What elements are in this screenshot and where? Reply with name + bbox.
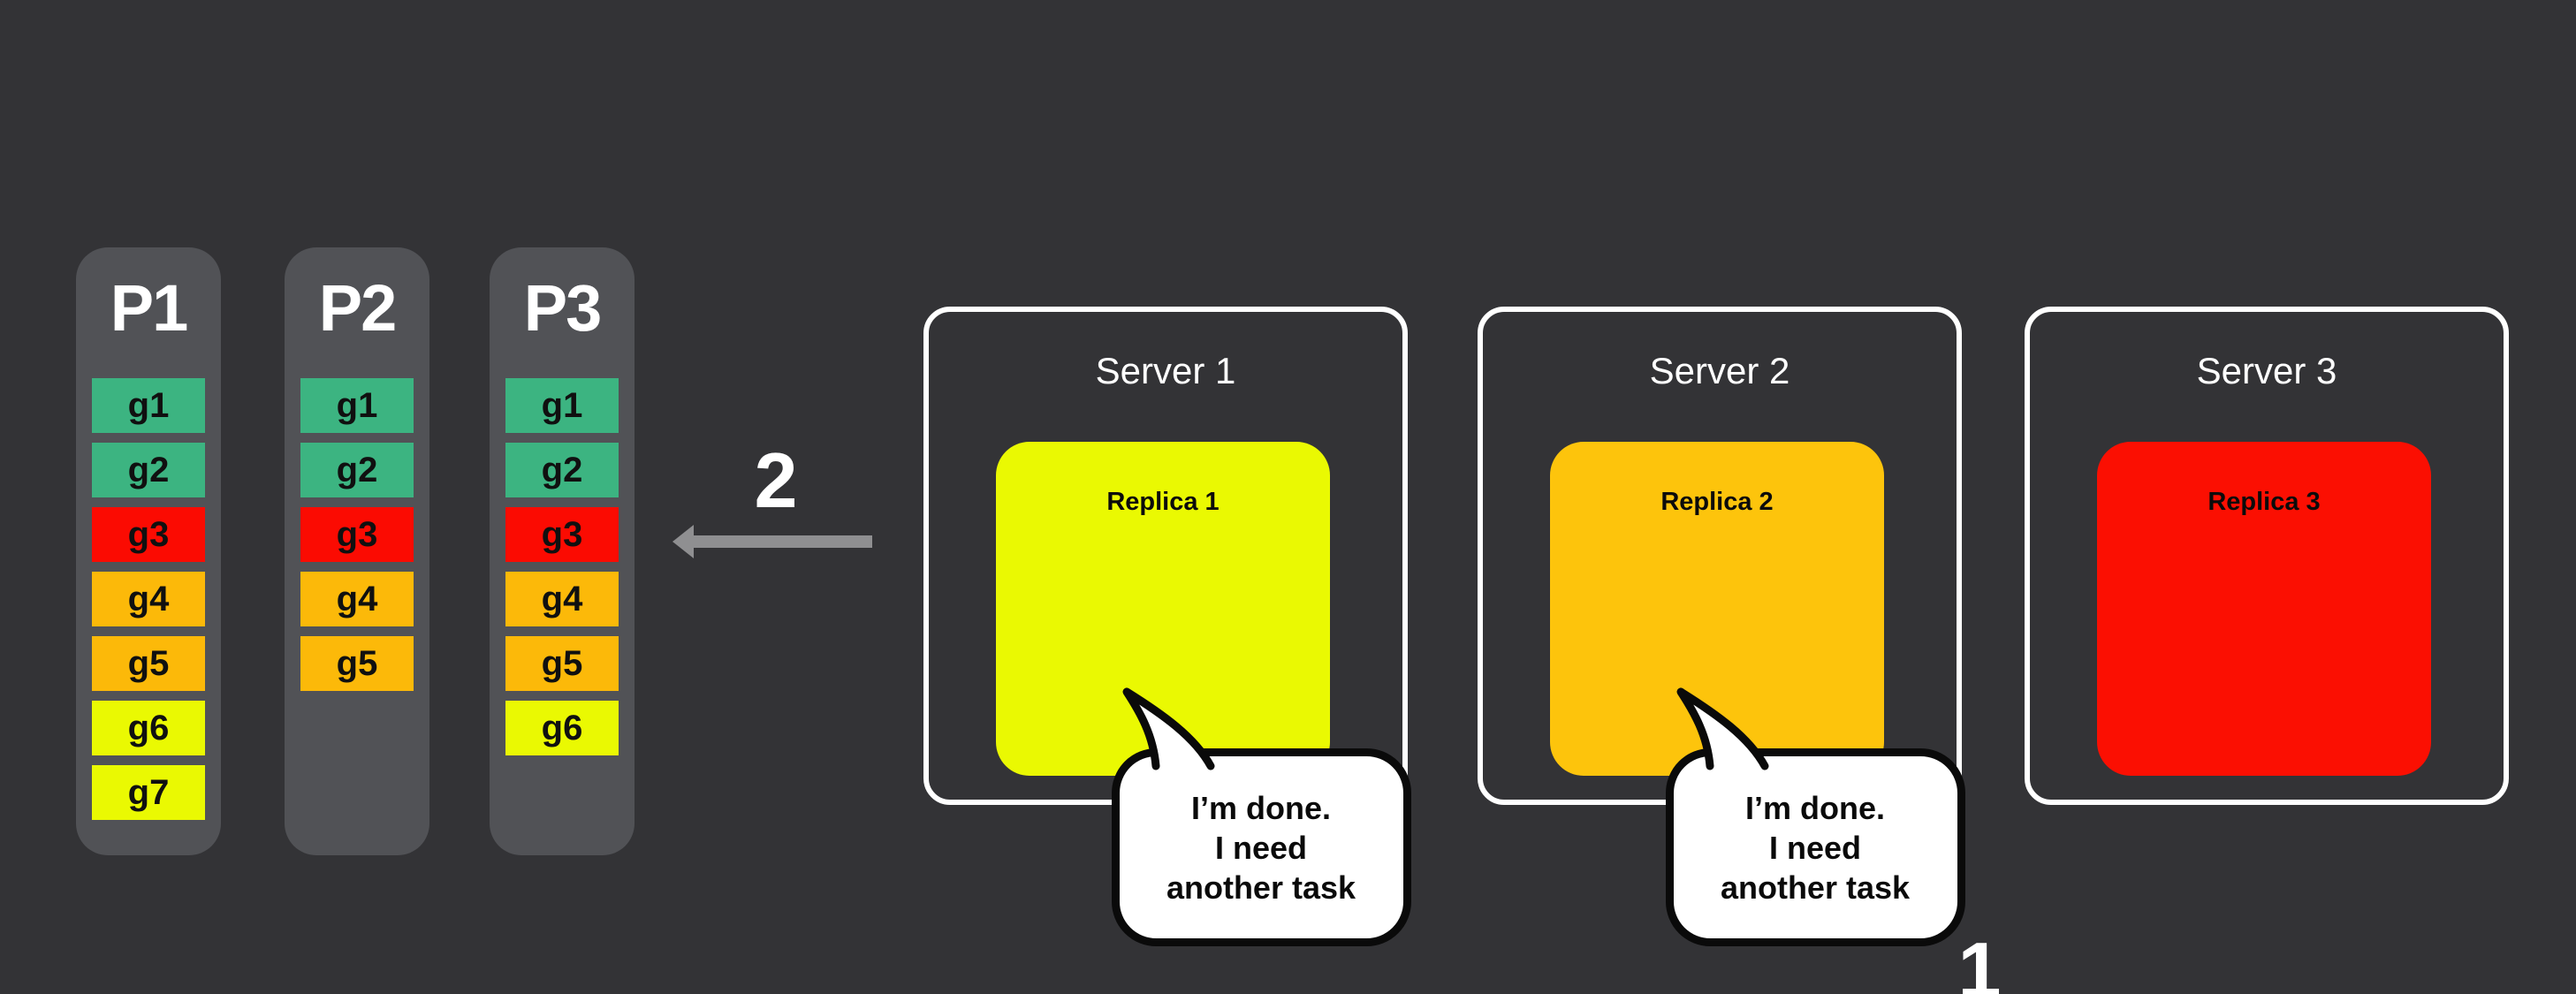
server-1-title: Server 1 <box>1095 350 1236 391</box>
server-2-title: Server 2 <box>1649 350 1790 391</box>
speech-bubble-2 <box>1666 687 1965 946</box>
server-3-title: Server 3 <box>2196 350 2337 391</box>
task-chip: g6 <box>505 701 619 755</box>
partition-p1-tasks: g1 g2 g3 g4 g5 g6 g7 <box>92 378 205 820</box>
speech-line: I’m done. <box>1190 789 1331 826</box>
partition-p1-title: P1 <box>110 271 189 345</box>
task-chip: g1 <box>92 378 205 433</box>
speech-line: another task <box>1166 869 1356 906</box>
speech-bubble-1-text: I’m done. I need another task <box>1115 755 1407 940</box>
task-chip: g3 <box>505 507 619 562</box>
task-chip: g3 <box>300 507 414 562</box>
speech-bubble-1-body <box>1112 748 1411 946</box>
task-chip: g2 <box>92 443 205 497</box>
task-chip: g3 <box>92 507 205 562</box>
task-chip: g5 <box>505 636 619 691</box>
task-chip: g2 <box>505 443 619 497</box>
replica-2-label: Replica 2 <box>1660 488 1774 516</box>
replica-1-label: Replica 1 <box>1106 488 1220 516</box>
speech-line: another task <box>1720 869 1911 906</box>
partition-p3-title: P3 <box>523 271 603 345</box>
speech-line: I need <box>1768 829 1862 866</box>
step-2-label: 2 <box>754 436 798 524</box>
partition-p2-title: P2 <box>318 271 398 345</box>
task-chip: g1 <box>300 378 414 433</box>
task-chip: g5 <box>300 636 414 691</box>
step-1-label: 1 <box>1957 926 2002 994</box>
task-chip: g2 <box>300 443 414 497</box>
partition-p2-tasks: g1 g2 g3 g4 g5 <box>300 378 414 691</box>
speech-bubble-2-text: I’m done. I need another task <box>1669 755 1961 940</box>
partition-p3-tasks: g1 g2 g3 g4 g5 g6 <box>505 378 619 755</box>
speech-bubble-2-tail <box>1676 687 1769 770</box>
server-3-box: Server 3 Replica 3 <box>2025 307 2509 805</box>
task-chip: g7 <box>92 765 205 820</box>
speech-bubble-2-body <box>1666 748 1965 946</box>
task-chip: g4 <box>505 572 619 626</box>
replica-3: Replica 3 <box>2097 442 2431 776</box>
left-arrow-icon <box>672 525 694 558</box>
task-chip: g5 <box>92 636 205 691</box>
partition-p2: P2 g1 g2 g3 g4 g5 <box>285 247 429 855</box>
replica-3-label: Replica 3 <box>2207 488 2321 516</box>
speech-bubble-1-tail <box>1122 687 1215 770</box>
speech-line: I’m done. <box>1744 789 1885 826</box>
partition-p1: P1 g1 g2 g3 g4 g5 g6 g7 <box>76 247 221 855</box>
task-chip: g4 <box>92 572 205 626</box>
partition-p3: P3 g1 g2 g3 g4 g5 g6 <box>490 247 635 855</box>
left-arrow-shaft <box>692 535 872 548</box>
task-chip: g1 <box>505 378 619 433</box>
speech-bubble-1 <box>1112 687 1411 946</box>
speech-line: I need <box>1214 829 1308 866</box>
task-chip: g6 <box>92 701 205 755</box>
task-chip: g4 <box>300 572 414 626</box>
